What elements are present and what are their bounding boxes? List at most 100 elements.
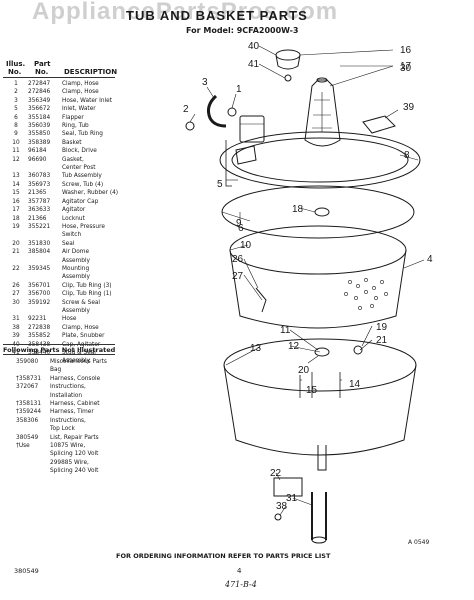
illus-number-cell: 30 xyxy=(12,299,20,306)
description-cell: Seal xyxy=(62,240,75,247)
watermark-text: AppliancePartsPros.com xyxy=(32,0,339,25)
illus-number-cell: 9 xyxy=(14,131,18,138)
callout-31: 31 xyxy=(286,493,298,504)
illus-number-cell: 14 xyxy=(12,181,20,188)
table-row: 9 355850 Seal, Tub Ring xyxy=(4,130,118,138)
part-number-cell: †358131 xyxy=(16,401,42,408)
table-row: Splicing 120 Volt xyxy=(4,450,107,458)
part-number-cell: 358440 xyxy=(28,350,51,356)
header-illus: Illus. xyxy=(6,60,26,68)
callout-20: 20 xyxy=(298,365,310,376)
table-row: 380549 List, Repair Parts xyxy=(4,434,107,442)
part-number-cell: 21366 xyxy=(28,215,47,222)
illus-number-cell: 11 xyxy=(12,148,20,155)
stud-seal xyxy=(284,74,292,82)
description-cell: Hose xyxy=(62,316,77,323)
description-cell: List, Repair Parts xyxy=(50,434,99,441)
part-number-cell: †Use xyxy=(16,443,30,450)
description-cell: Harness, Console xyxy=(50,375,101,382)
description-cell: Assembly xyxy=(62,257,90,264)
description-cell: Tub Assembly xyxy=(62,173,102,180)
table-row: Switch xyxy=(4,231,118,239)
part-number-cell: 355850 xyxy=(28,131,51,138)
agitator-vanes xyxy=(312,92,332,132)
callout-12: 12 xyxy=(288,341,300,352)
agitator-cap-body xyxy=(275,54,301,70)
callout-38: 38 xyxy=(276,501,288,512)
table-row: 18 21366 Locknut xyxy=(4,215,118,223)
center-post xyxy=(317,445,327,471)
description-cell: Inlet, Water xyxy=(62,106,96,113)
description-cell: Clip, Tub Ring (3) xyxy=(62,282,112,289)
agitator-cap xyxy=(275,49,301,61)
illus-number-cell: 16 xyxy=(12,198,20,205)
tub-ring-inner xyxy=(231,137,409,183)
description-cell: Miscellaneous Parts xyxy=(50,359,107,365)
description-cell: Hose, Water Inlet xyxy=(62,97,112,104)
page-title: TUB AND BASKET PARTS xyxy=(126,8,308,23)
section-rule xyxy=(3,344,115,345)
basket-body xyxy=(229,249,407,329)
flapper xyxy=(235,145,257,165)
description-cell: Seal, Tub Ring xyxy=(62,131,103,138)
description-cell: Top Lock xyxy=(50,426,75,433)
header-illus-no: No. xyxy=(8,68,22,76)
callout-15: 15 xyxy=(306,385,318,396)
agitator-top xyxy=(316,77,328,83)
part-number-cell: 356672 xyxy=(28,106,51,113)
clip-tub-ring xyxy=(255,287,267,313)
description-cell: Washer, Rubber (4) xyxy=(62,190,119,197)
part-number-cell: 359192 xyxy=(28,299,51,306)
part-number-cell: 92231 xyxy=(28,316,47,323)
part-number-cell: 96184 xyxy=(28,148,47,155)
leader-lines xyxy=(189,45,425,516)
callout-26: 26 xyxy=(232,254,244,265)
part-number-cell: 356349 xyxy=(28,97,51,104)
callout-1: 1 xyxy=(236,84,242,95)
callout-41: 41 xyxy=(248,59,260,70)
illus-number-cell: 18 xyxy=(12,215,20,222)
description-cell: Gasket, xyxy=(62,156,84,163)
description-cell: Clamp, Hose xyxy=(62,89,99,96)
callout-19: 19 xyxy=(376,322,388,333)
description-cell: Hose, Pressure xyxy=(62,223,105,230)
part-number-cell: 380549 xyxy=(16,434,39,441)
part-number-cell: 358389 xyxy=(28,139,51,146)
part-number-cell: 355221 xyxy=(28,223,51,230)
part-number-cell: 351830 xyxy=(28,240,51,247)
hose-end xyxy=(311,536,327,544)
callout-18: 18 xyxy=(292,204,304,215)
description-cell: 299885 Wire, xyxy=(50,459,89,466)
description-cell: Instructions, xyxy=(50,417,86,424)
table-row: Assembly xyxy=(4,357,118,365)
callout-40: 40 xyxy=(248,41,260,52)
callout-3: 3 xyxy=(202,77,208,88)
description-cell: Locknut xyxy=(62,215,85,222)
part-number-cell: 355184 xyxy=(28,114,51,121)
part-number-cell: 356700 xyxy=(28,291,51,298)
tub-ring-seal xyxy=(221,185,415,239)
part-number-cell: 357787 xyxy=(28,198,51,205)
description-cell: Ring, Tub xyxy=(62,123,89,130)
table-row: Installation xyxy=(4,392,107,400)
illus-number-cell: 2 xyxy=(14,89,18,96)
description-cell: Agitator xyxy=(62,207,86,214)
bracket-5 xyxy=(225,140,232,187)
description-cell: Basket xyxy=(62,139,82,146)
basket-perforations xyxy=(344,278,388,310)
part-number-cell: 359345 xyxy=(28,265,51,272)
diagram-reference: A 0549 xyxy=(408,539,430,546)
table-row: 299885 Wire, xyxy=(4,459,107,467)
